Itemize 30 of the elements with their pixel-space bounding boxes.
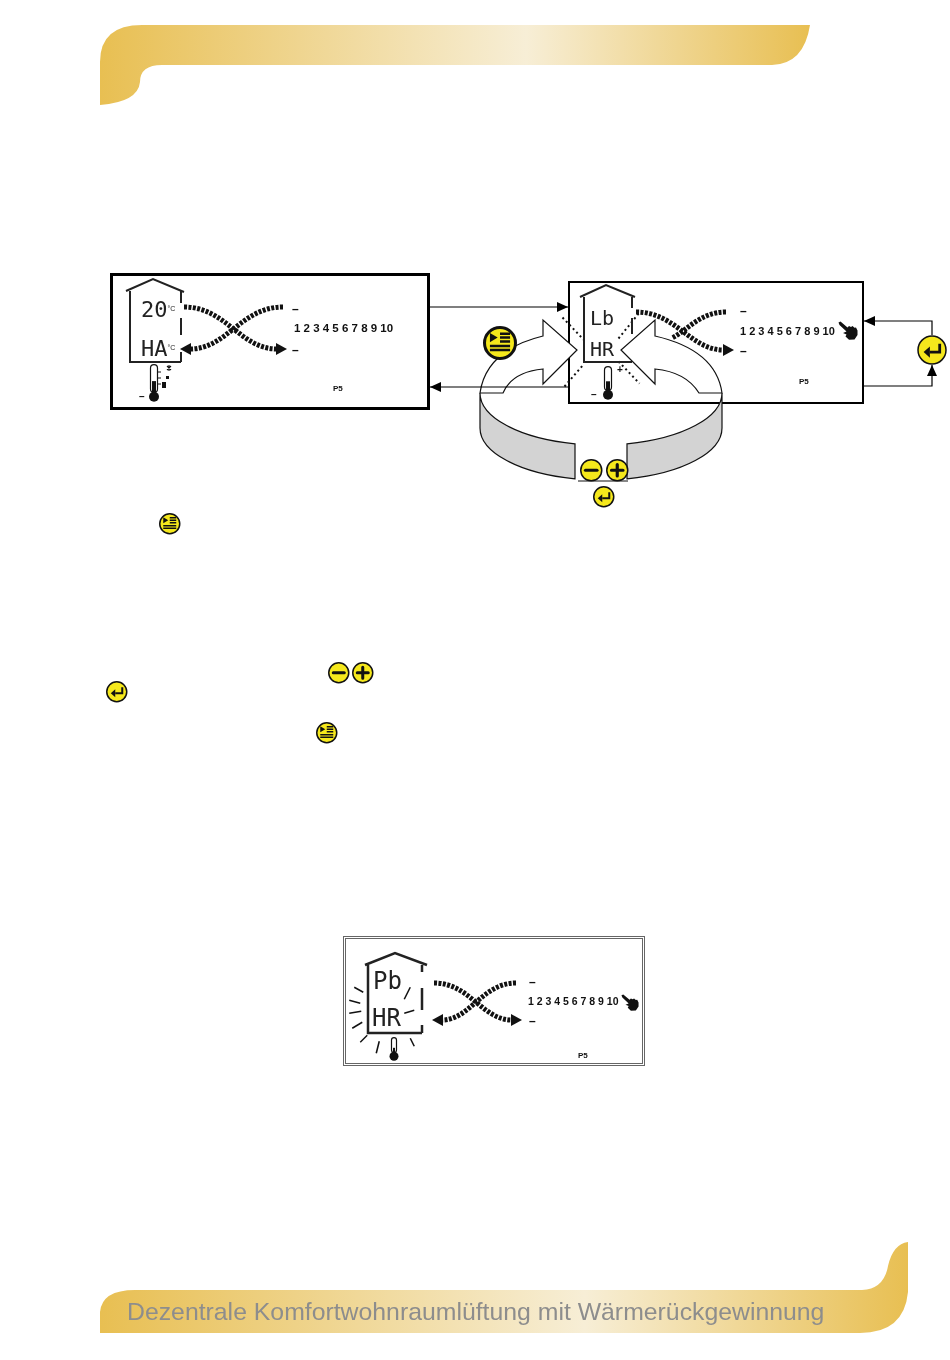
fan-level-scale: 1 2 3 4 5 6 7 8 9 10 (294, 323, 394, 335)
enter-button-icon (917, 335, 947, 365)
segment-dash: – (292, 303, 299, 315)
fan-level-scale: 1 2 3 4 5 6 7 8 9 10 (740, 325, 835, 337)
program-label: P5 (578, 1052, 588, 1060)
segment-dash: – (529, 976, 536, 988)
connector-arrow (429, 302, 569, 312)
parameter-code: Lb (590, 308, 615, 328)
plus-sign: + (617, 365, 623, 375)
mode-code: HR (372, 1006, 401, 1030)
mode-code: HA$^{°C}$ (141, 338, 176, 360)
connector-arrow (429, 382, 569, 392)
footer-tagline: Dezentrale Komfortwohnraumlüftung mit Wärmerückgewinnung (127, 1299, 825, 1325)
minus-sign: – (139, 392, 145, 402)
lcd-display-panel (110, 273, 430, 410)
parameter-code: Pb (373, 969, 402, 993)
segment-dash: – (740, 305, 747, 317)
program-label: P5 (333, 385, 343, 393)
connector-arrow (863, 316, 933, 336)
mode-code: HR (590, 339, 615, 359)
program-label: P5 (799, 378, 809, 386)
minus-sign: – (591, 390, 597, 400)
segment-dash: – (740, 345, 747, 357)
lcd-display-panel (343, 936, 645, 1066)
fan-level-scale: 1 2 3 4 5 6 7 8 9 10 (528, 995, 619, 1007)
house-outline (362, 950, 430, 1036)
connector-arrow (863, 364, 937, 387)
temperature-reading: 20$^{°C}$ (141, 299, 176, 321)
segment-dash: – (292, 344, 299, 356)
segment-dash: – (529, 1015, 536, 1027)
